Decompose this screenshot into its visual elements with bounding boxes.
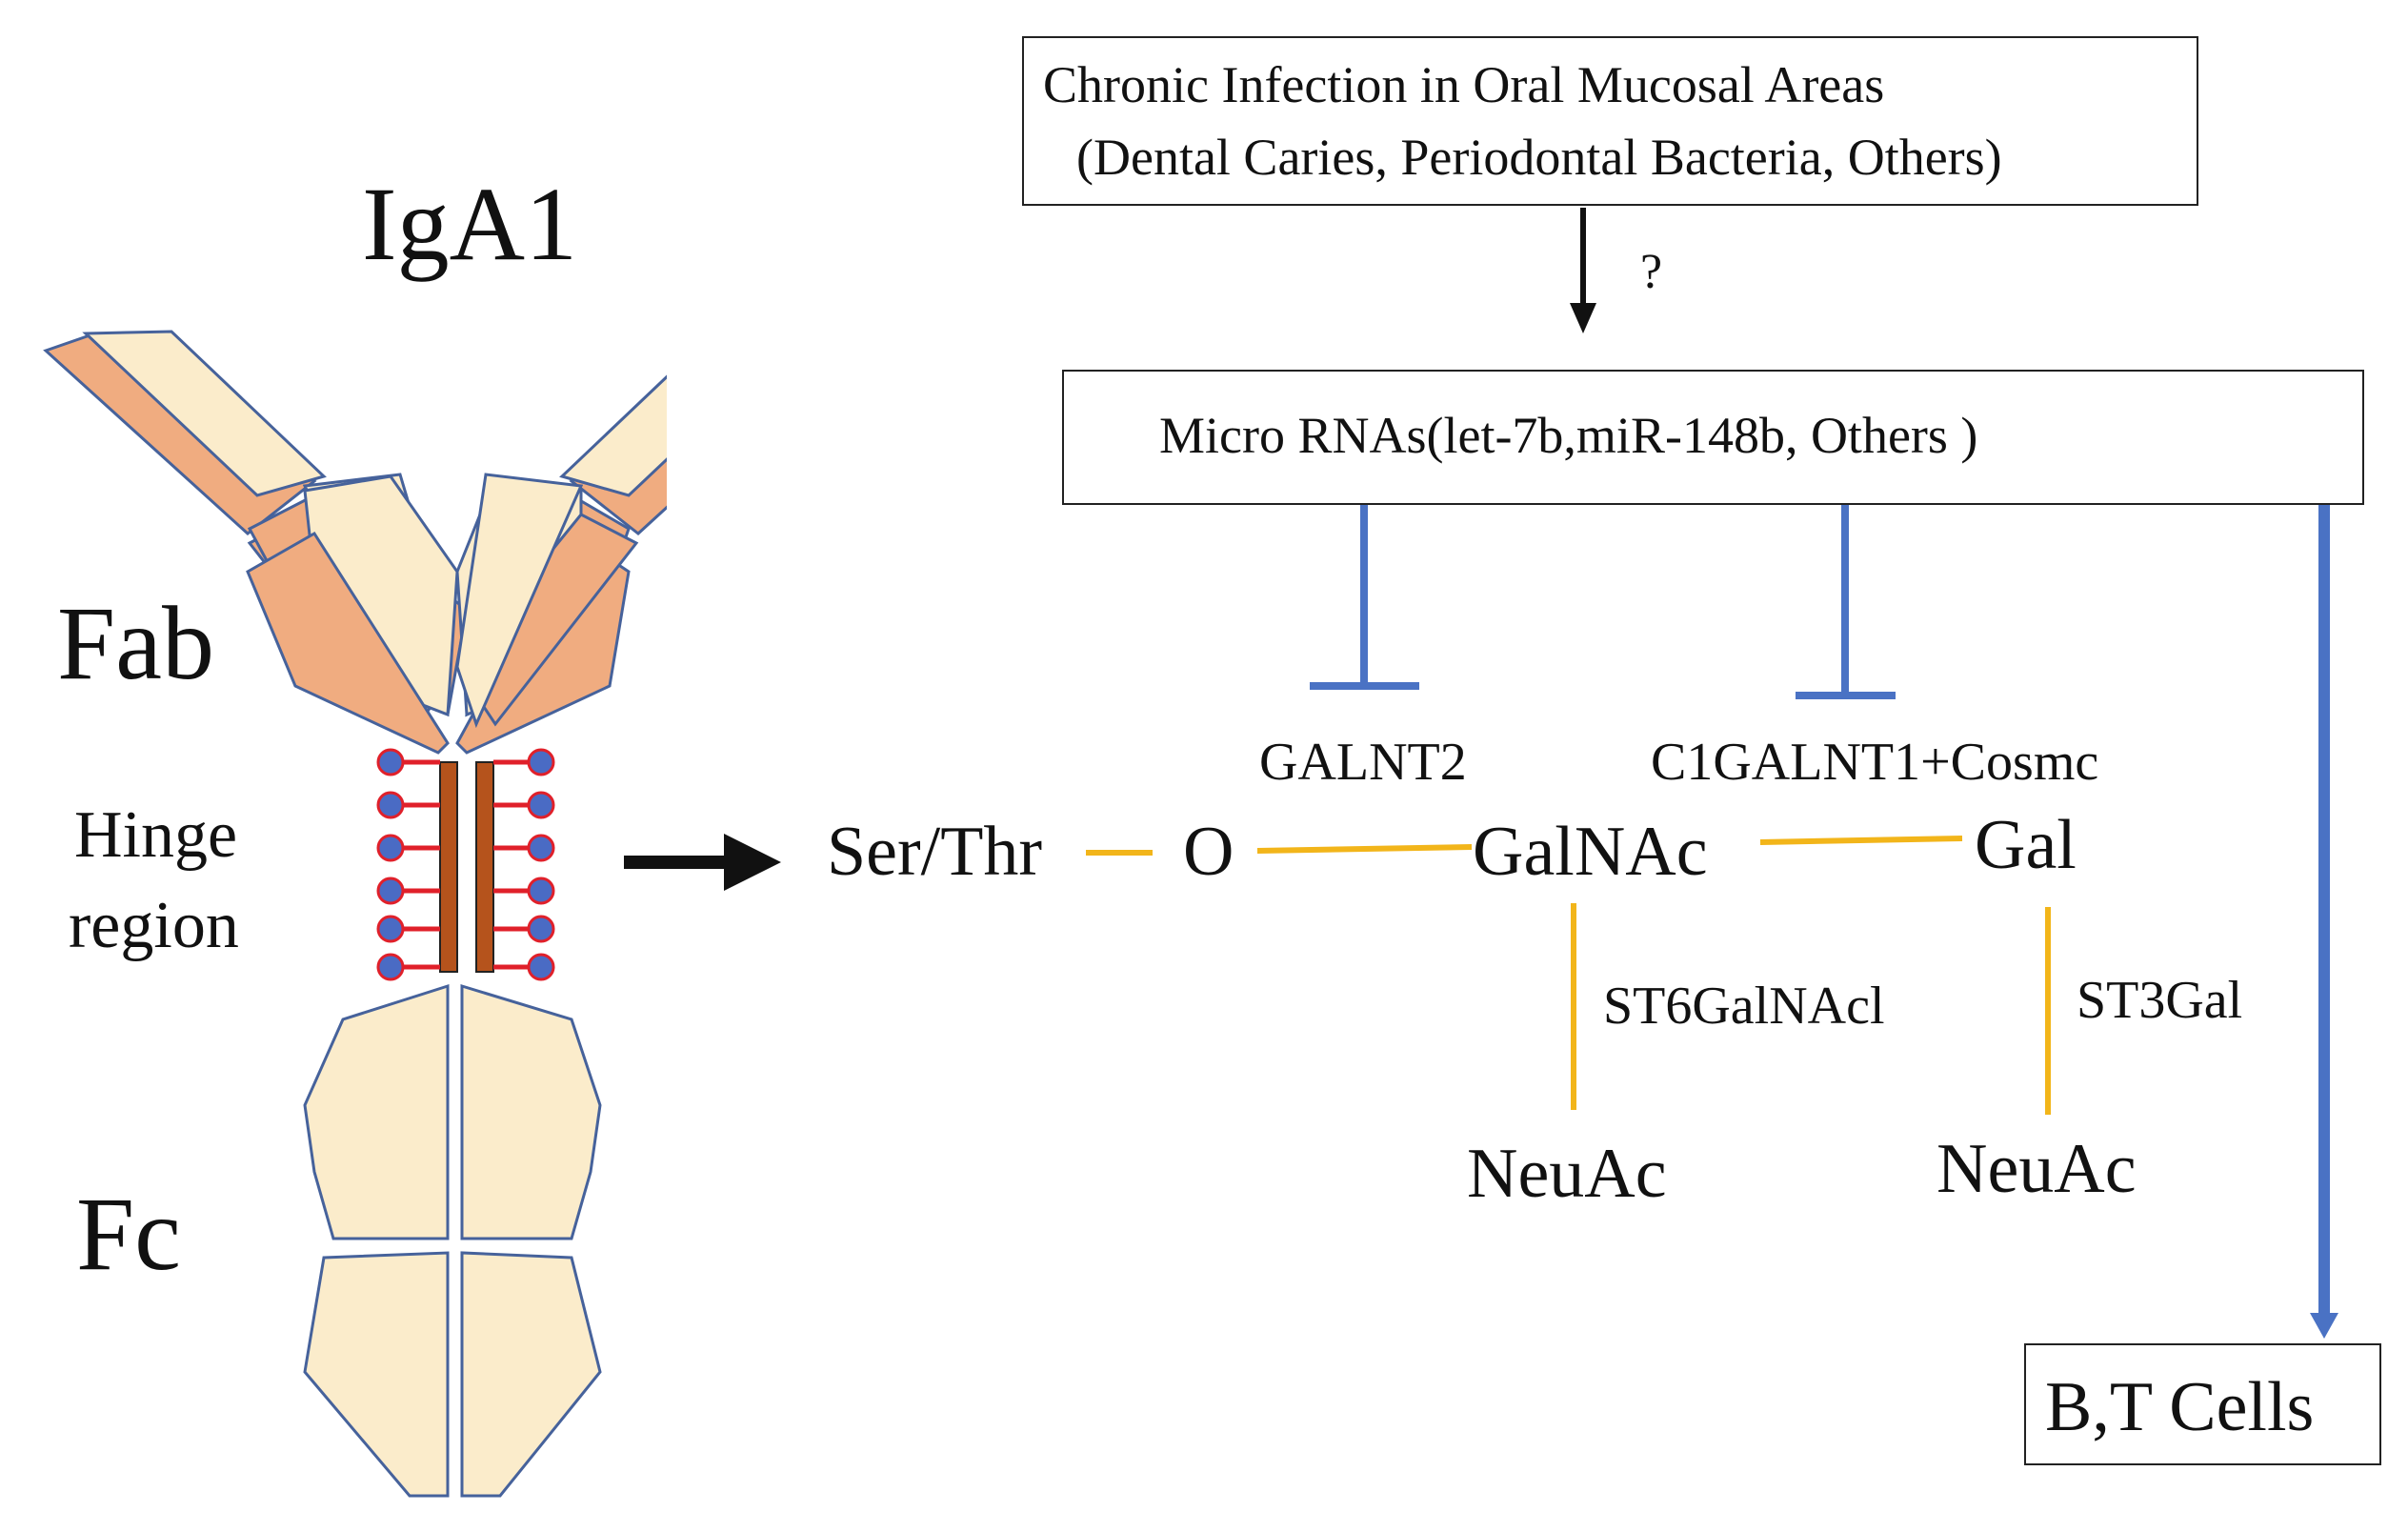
- fab-right-lower-illustration: [455, 473, 639, 729]
- neuac-left-node: NeuAc: [1467, 1135, 1667, 1213]
- chronic-infection-line1: Chronic Infection in Oral Mucosal Areas: [1043, 56, 1885, 113]
- mirna-to-cells-arrow: [2310, 505, 2338, 1339]
- micro-rnas-text: Micro RNAs(let-7b,miR-148b, Others ): [1159, 407, 1978, 464]
- gal-node: Gal: [1975, 806, 2077, 884]
- chronic-infection-line2: (Dental Caries, Periodontal Bacteria, Ot…: [1076, 129, 2002, 186]
- bt-cells-text: B,T Cells: [2045, 1368, 2315, 1446]
- galnac-node: GalNAc: [1473, 813, 1708, 891]
- hinge-label-line1: Hinge: [74, 798, 238, 872]
- fab-right-arm: [559, 374, 667, 535]
- o-node: O: [1183, 813, 1234, 891]
- st6galnac-label: ST6GalNAcl: [1603, 977, 1885, 1036]
- c1galnt1-cosmc-label: C1GALNT1+Cosmc: [1651, 733, 2099, 792]
- hinge-to-glycan-arrow: [624, 834, 781, 891]
- hinge-label-line2: region: [69, 889, 239, 962]
- hinge-region-drawing: [376, 748, 555, 981]
- fab-right-light-segment: [559, 374, 667, 497]
- inhibition-c1galnt1: [1796, 505, 1896, 699]
- glycan-links: [1086, 836, 2051, 1115]
- ser-thr-node: Ser/Thr: [827, 813, 1043, 891]
- chronic-infection-box: Chronic Infection in Oral Mucosal Areas …: [1022, 36, 2198, 206]
- fc-label: Fc: [76, 1176, 181, 1292]
- fc-domains: [303, 983, 602, 1498]
- unknown-link-question-mark: ?: [1640, 245, 1663, 299]
- infection-to-mirna-arrow: [1570, 208, 1596, 333]
- bt-cells-box: B,T Cells: [2024, 1343, 2381, 1465]
- fab-left-light-segment: [82, 330, 327, 497]
- neuac-right-node: NeuAc: [1936, 1130, 2137, 1208]
- micro-rnas-box: Micro RNAs(let-7b,miR-148b, Others ): [1062, 370, 2364, 505]
- galnt2-label: GALNT2: [1259, 733, 1467, 792]
- inhibition-galnt2: [1310, 505, 1419, 690]
- fab-label: Fab: [57, 585, 214, 701]
- antibody-title: IgA1: [362, 166, 578, 282]
- st3gal-label: ST3Gal: [2077, 971, 2243, 1030]
